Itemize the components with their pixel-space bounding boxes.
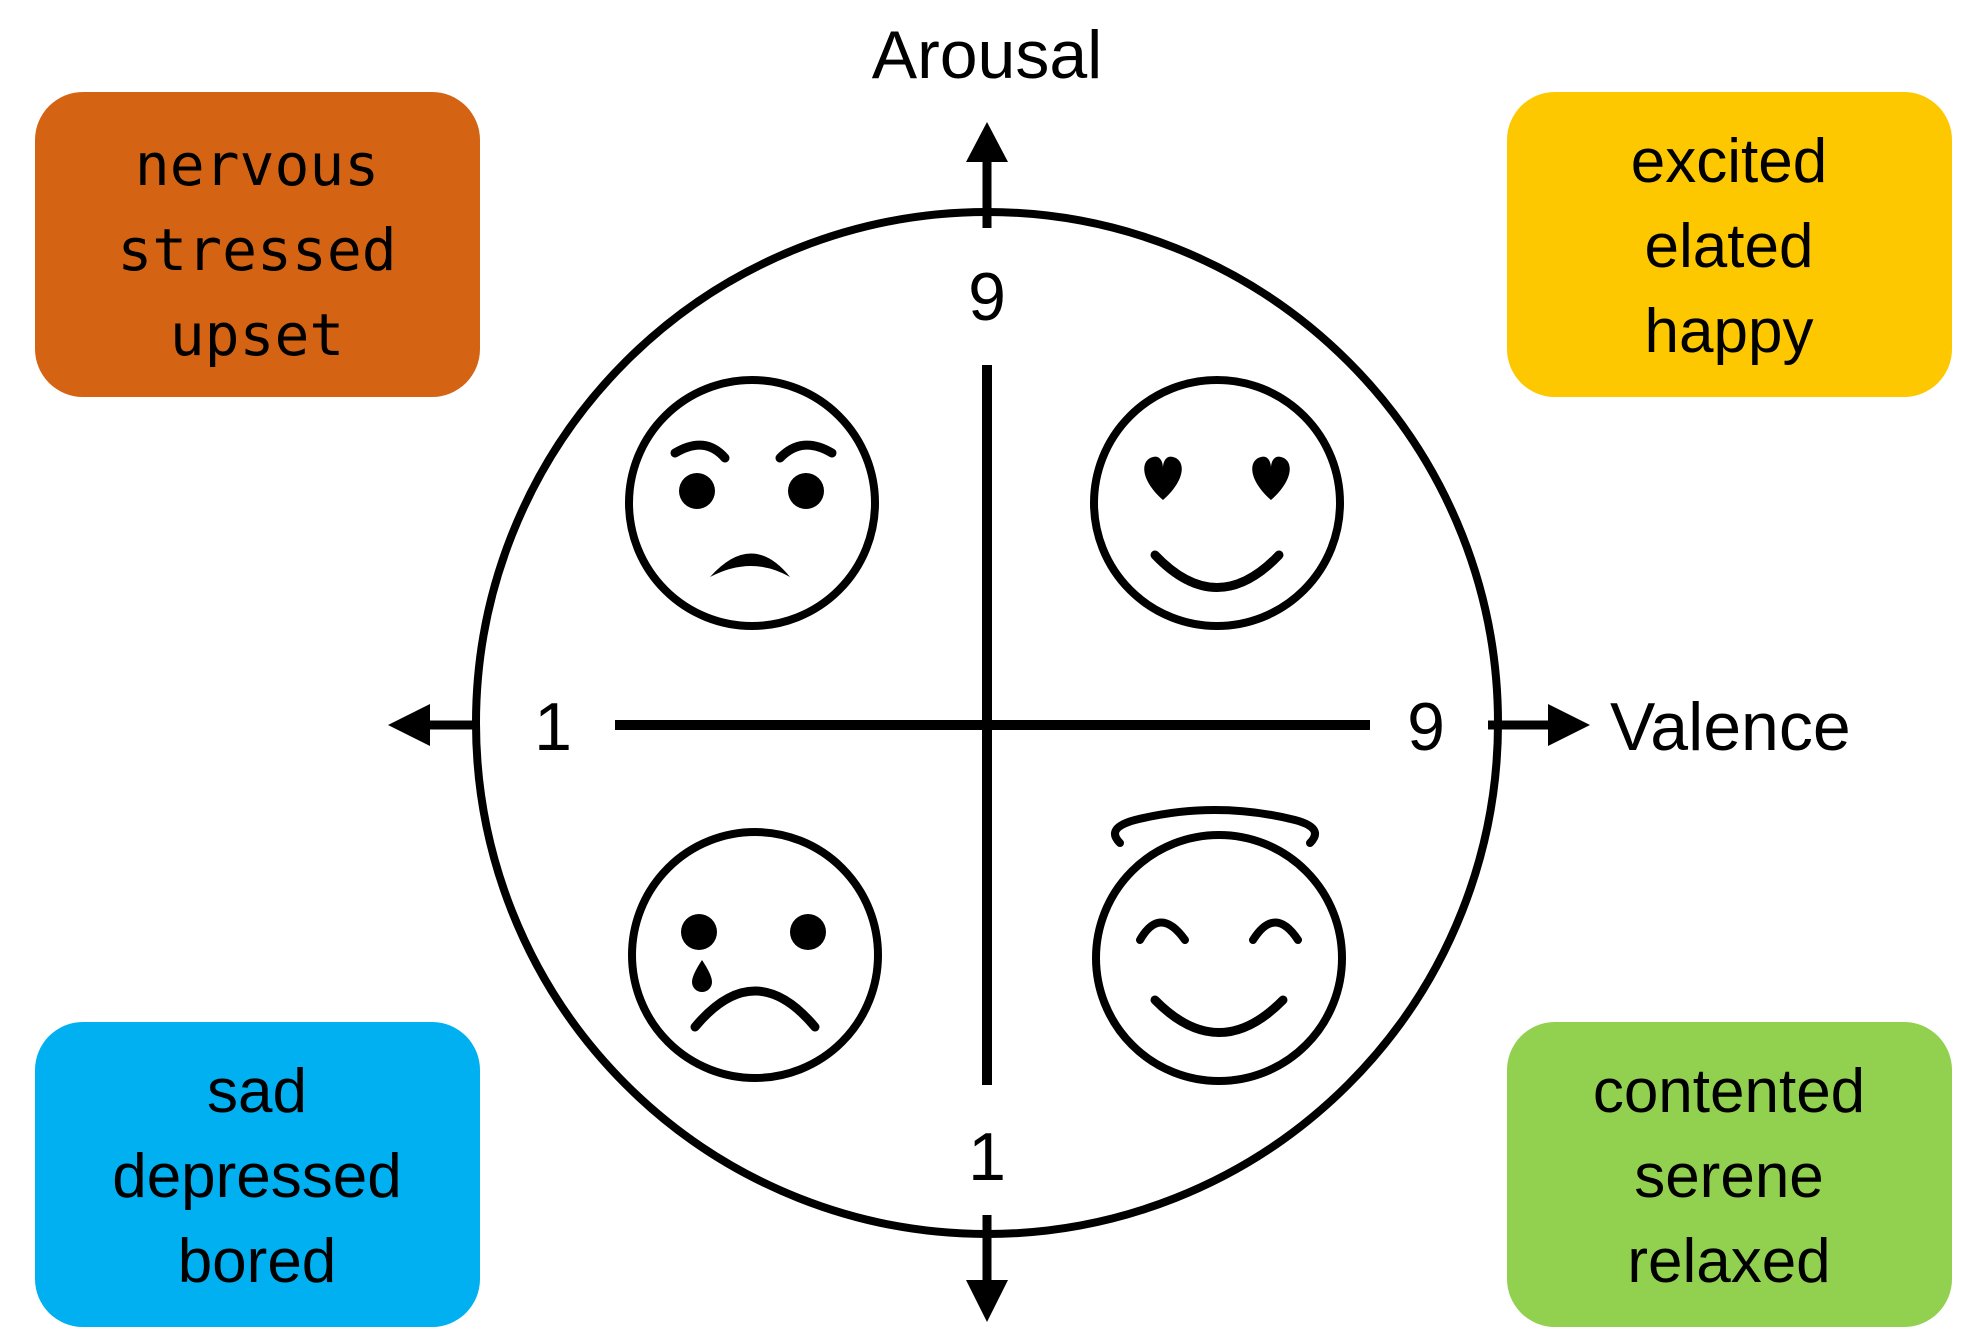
word-serene: serene bbox=[1634, 1142, 1824, 1211]
valence-axis-label: Valence bbox=[1610, 689, 1851, 765]
word-sad: sad bbox=[207, 1057, 307, 1126]
word-excited: excited bbox=[1631, 127, 1827, 196]
word-stressed: stressed bbox=[117, 216, 396, 284]
quadrant-box-top-right: excited elated happy bbox=[1507, 92, 1952, 397]
arousal-max-label: 9 bbox=[968, 259, 1006, 335]
valence-min-label: 1 bbox=[534, 689, 572, 765]
word-nervous: nervous bbox=[135, 131, 379, 199]
arousal-down-arrow bbox=[966, 1215, 1008, 1322]
quadrant-box-bottom-right: contented serene relaxed bbox=[1507, 1022, 1952, 1327]
quadrant-box-top-left: nervous stressed upset bbox=[35, 92, 480, 397]
arousal-min-label: 1 bbox=[968, 1119, 1006, 1195]
word-bored: bored bbox=[178, 1227, 337, 1296]
quadrant-box-bottom-left: sad depressed bored bbox=[35, 1022, 480, 1327]
valence-right-arrow bbox=[1488, 704, 1590, 746]
valence-max-label: 9 bbox=[1407, 689, 1445, 765]
arousal-axis-label: Arousal bbox=[872, 17, 1103, 93]
crying-face-icon bbox=[628, 828, 882, 1082]
word-relaxed: relaxed bbox=[1627, 1227, 1830, 1296]
word-upset: upset bbox=[170, 301, 345, 369]
heart-eyes-face-icon bbox=[1090, 376, 1344, 630]
arousal-up-arrow bbox=[966, 122, 1008, 228]
word-depressed: depressed bbox=[112, 1142, 402, 1211]
quadrant-box-bottom-left-bg bbox=[35, 1022, 480, 1327]
word-happy: happy bbox=[1645, 297, 1814, 366]
word-contented: contented bbox=[1593, 1057, 1865, 1126]
quadrant-box-bottom-right-bg bbox=[1507, 1022, 1952, 1327]
word-elated: elated bbox=[1645, 212, 1814, 281]
quadrant-box-top-right-bg bbox=[1507, 92, 1952, 397]
valence-left-arrow bbox=[388, 704, 475, 746]
quadrant-box-top-left-bg bbox=[35, 92, 480, 397]
angry-face-icon bbox=[625, 376, 879, 630]
halo-smiling-face-icon bbox=[1092, 806, 1346, 1085]
